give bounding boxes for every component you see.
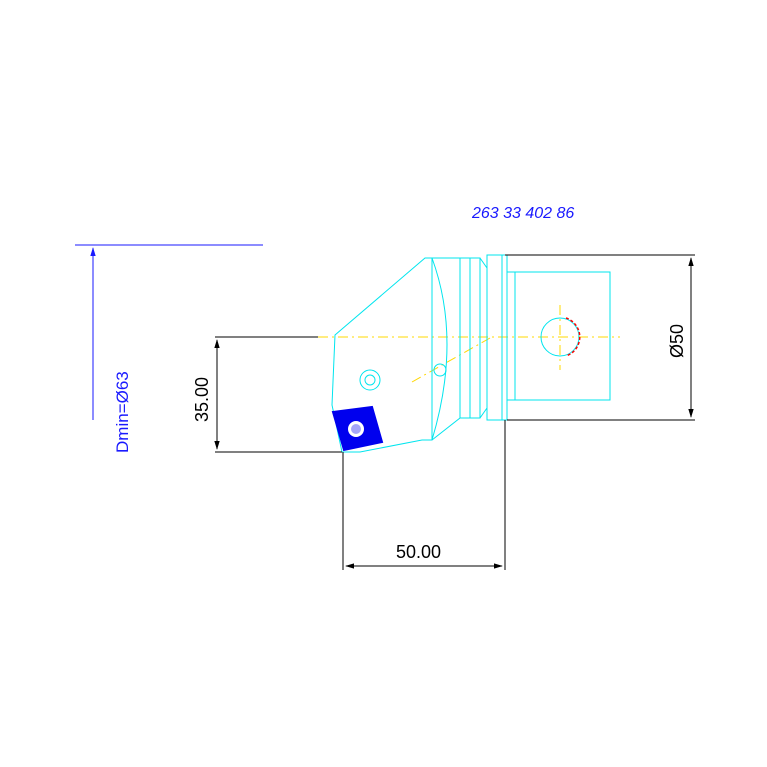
cutting-insert <box>331 405 384 452</box>
dmin-label: Dmin=Ø63 <box>113 371 132 453</box>
hole-accent <box>565 317 581 357</box>
dim-height-label: 35.00 <box>192 377 212 422</box>
centerline <box>318 305 620 383</box>
tool-body <box>331 254 611 453</box>
dim-length-label: 50.00 <box>396 542 441 562</box>
dmin-annotation: Dmin=Ø63 <box>75 244 263 453</box>
part-number-label: 263 33 402 86 <box>471 205 574 222</box>
dimension-diameter <box>505 254 695 421</box>
dimension-height <box>214 336 342 453</box>
dim-diameter-label: Ø50 <box>667 324 687 358</box>
dimension-length <box>342 420 506 570</box>
